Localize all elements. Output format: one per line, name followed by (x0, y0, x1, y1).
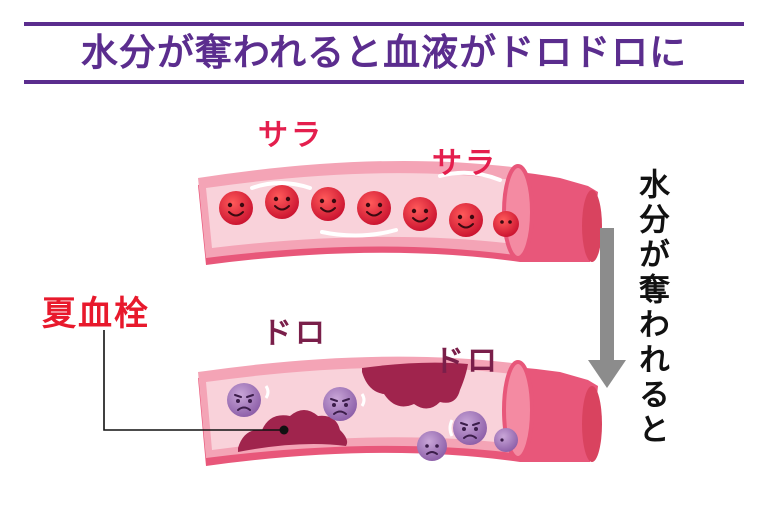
sad-cell-icon (494, 428, 518, 452)
sad-cell-icon (323, 387, 357, 421)
title-bottom-line (24, 80, 744, 84)
flow-line (320, 228, 398, 238)
happy-cell-icon (493, 211, 519, 237)
smooth-vessel-end (582, 190, 602, 262)
sticky-vessel-end (582, 386, 602, 462)
title-top-line (24, 22, 744, 26)
page-title: 水分が奪われると血液がドロドロに (80, 31, 688, 74)
flow-line (250, 181, 312, 190)
clot-leader-line (103, 330, 284, 431)
motion-mark (264, 385, 270, 399)
sticky-label: ドロ (262, 316, 328, 351)
down-arrow-icon (588, 228, 626, 388)
sticky-vessel (198, 356, 602, 466)
motion-mark (448, 419, 454, 437)
happy-cell-icon (311, 187, 345, 221)
summer-clot-label: 夏血栓 (42, 294, 150, 334)
sick-blood-cells (227, 383, 518, 461)
happy-cell-icon (357, 191, 391, 225)
sad-cell-icon (453, 411, 487, 445)
happy-cell-icon (265, 185, 299, 219)
motion-mark (360, 393, 366, 407)
sticky-label: ドロ (434, 344, 500, 379)
sad-cell-icon (417, 431, 447, 461)
happy-cell-icon (449, 203, 483, 237)
happy-cell-icon (219, 191, 253, 225)
title-bar: 水分が奪われると血液がドロドロに (24, 22, 744, 84)
smooth-vessel (198, 160, 602, 265)
sad-cell-icon (227, 383, 261, 417)
upper-clot (362, 362, 468, 409)
red-blood-cells (219, 185, 519, 237)
smooth-label: サラ (432, 146, 498, 181)
happy-cell-icon (403, 197, 437, 231)
arrow-caption: 水分が奪われると (633, 168, 669, 448)
smooth-label: サラ (258, 118, 324, 153)
lower-clot (238, 410, 348, 452)
flow-line (438, 170, 502, 182)
